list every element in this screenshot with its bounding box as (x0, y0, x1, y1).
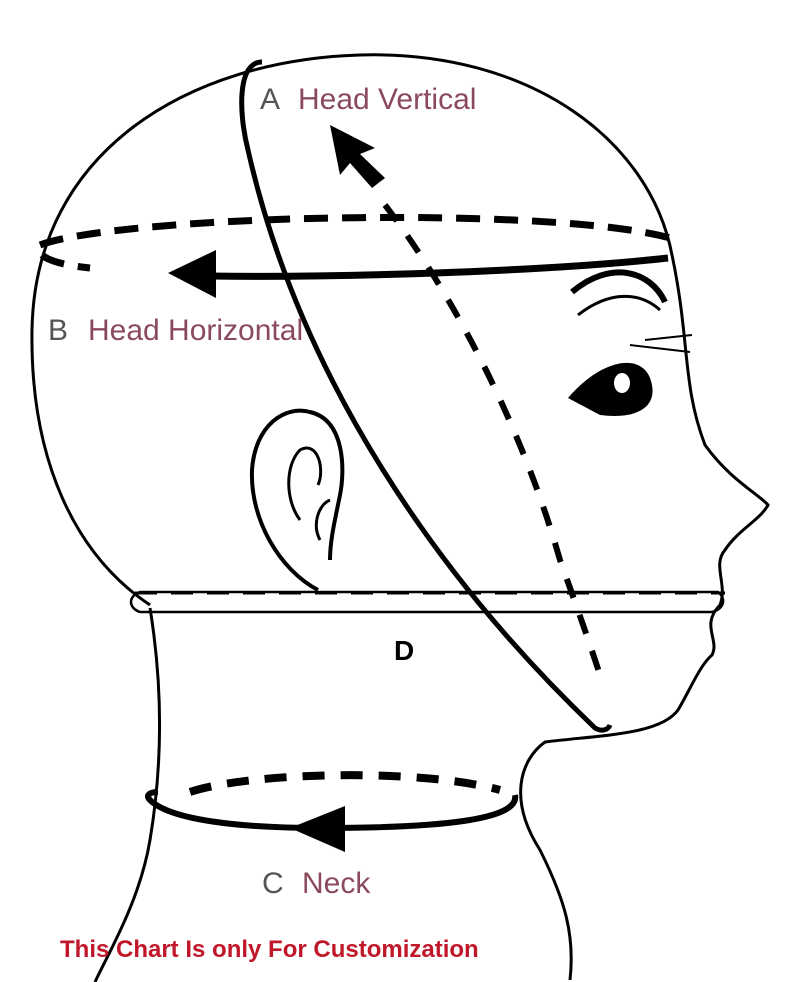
chin-base-line (129, 590, 725, 614)
neck-back-outline (93, 607, 161, 982)
footer-note: This Chart Is only For Customization (60, 936, 479, 963)
eyelashes (629, 334, 693, 353)
b-name: Head Horizontal (88, 314, 303, 347)
c-dashed-line (188, 771, 502, 796)
ear-inner (287, 446, 323, 521)
eye-highlight (614, 373, 630, 393)
a-arrow-head (330, 125, 385, 188)
head-outline (30, 53, 770, 981)
a-vertical-line (239, 59, 613, 733)
a-letter: A (260, 83, 280, 116)
b-letter: B (48, 314, 68, 347)
b-dashed-ellipse (38, 213, 671, 272)
a-dashed-line (382, 203, 603, 676)
eye-icon (568, 362, 653, 416)
a-name: Head Vertical (298, 83, 476, 116)
ear-outline (249, 408, 345, 592)
c-arrow-head (290, 806, 345, 852)
eyebrow (570, 269, 668, 304)
ear-lobe-detail (314, 498, 331, 541)
eyebrow-tail (577, 294, 662, 317)
c-letter: C (262, 867, 284, 900)
b-arrow-line (209, 254, 669, 280)
b-arrow-head (168, 250, 216, 298)
d-letter: D (394, 635, 414, 666)
c-name: Neck (302, 867, 371, 900)
c-arrow-line (145, 789, 519, 832)
